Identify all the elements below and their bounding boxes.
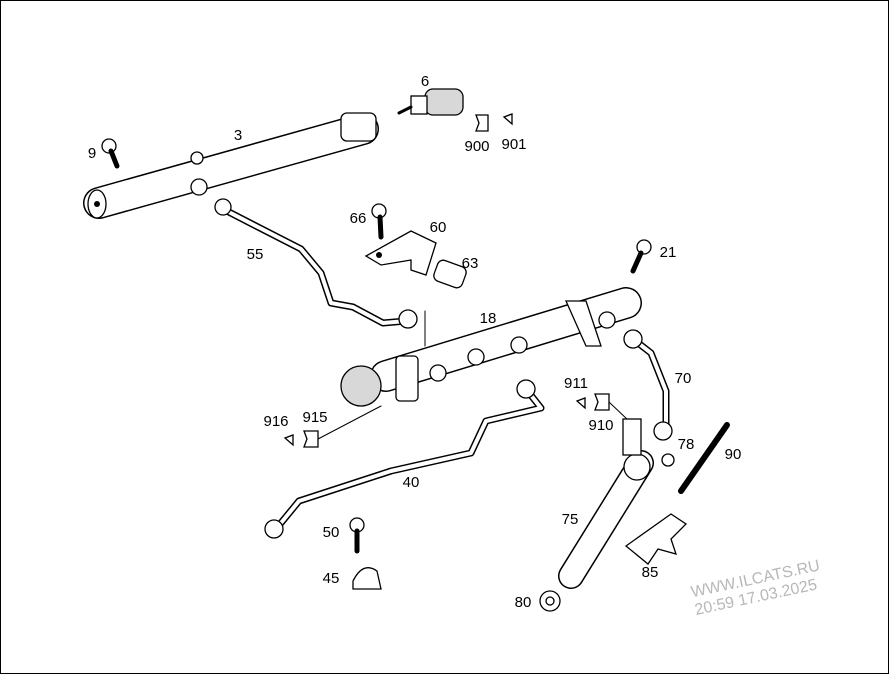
pipe-40[interactable]	[264, 379, 545, 539]
leader-910	[608, 401, 630, 422]
seal-916[interactable]	[283, 434, 294, 447]
label-40: 40	[403, 474, 420, 491]
label-63: 63	[462, 255, 479, 272]
connector-915[interactable]	[303, 430, 319, 448]
bolt-50[interactable]	[349, 517, 365, 554]
label-85: 85	[642, 564, 659, 581]
washer-78	[661, 453, 675, 467]
label-66: 66	[350, 210, 367, 227]
label-45: 45	[323, 570, 340, 587]
clamp-85[interactable]	[624, 513, 688, 565]
label-6: 6	[421, 73, 429, 90]
bolt-66[interactable]	[371, 203, 387, 240]
injector-75[interactable]	[558, 418, 675, 589]
label-916: 916	[263, 413, 288, 430]
bushing-63[interactable]	[432, 259, 468, 290]
label-915: 915	[302, 409, 327, 426]
seal-ring-80[interactable]	[539, 590, 561, 612]
label-50: 50	[323, 524, 340, 541]
label-75: 75	[562, 511, 579, 528]
seal-901[interactable]	[502, 113, 513, 126]
label-18: 18	[480, 310, 497, 327]
label-70: 70	[675, 370, 692, 387]
pressure-sensor-6[interactable]	[397, 88, 464, 116]
pipe-55[interactable]	[214, 198, 418, 329]
label-901: 901	[501, 136, 526, 153]
label-9: 9	[88, 145, 96, 162]
bracket-60[interactable]	[364, 230, 437, 276]
watermark: WWW.ILCATS.RU 20:59 17.03.2025	[689, 557, 821, 619]
stud-90[interactable]	[678, 422, 730, 494]
pipe-70[interactable]	[623, 329, 673, 441]
label-910: 910	[588, 417, 613, 434]
label-60: 60	[430, 219, 447, 236]
label-55: 55	[247, 246, 264, 263]
label-900: 900	[464, 138, 489, 155]
label-78: 78	[678, 436, 695, 453]
connector-900[interactable]	[475, 114, 489, 132]
label-911: 911	[564, 375, 588, 392]
clip-45[interactable]	[352, 567, 382, 590]
bolt-21[interactable]	[630, 239, 652, 274]
leader-915	[317, 405, 382, 440]
bolt-9[interactable]	[101, 138, 120, 169]
seal-911[interactable]	[575, 397, 586, 410]
fuel-rail-3[interactable]	[83, 112, 379, 219]
fuel-rail-18[interactable]	[340, 287, 642, 407]
label-3: 3	[234, 127, 242, 144]
label-80: 80	[515, 594, 532, 611]
connector-910[interactable]	[594, 393, 610, 411]
label-21: 21	[660, 244, 677, 261]
label-90: 90	[725, 446, 742, 463]
